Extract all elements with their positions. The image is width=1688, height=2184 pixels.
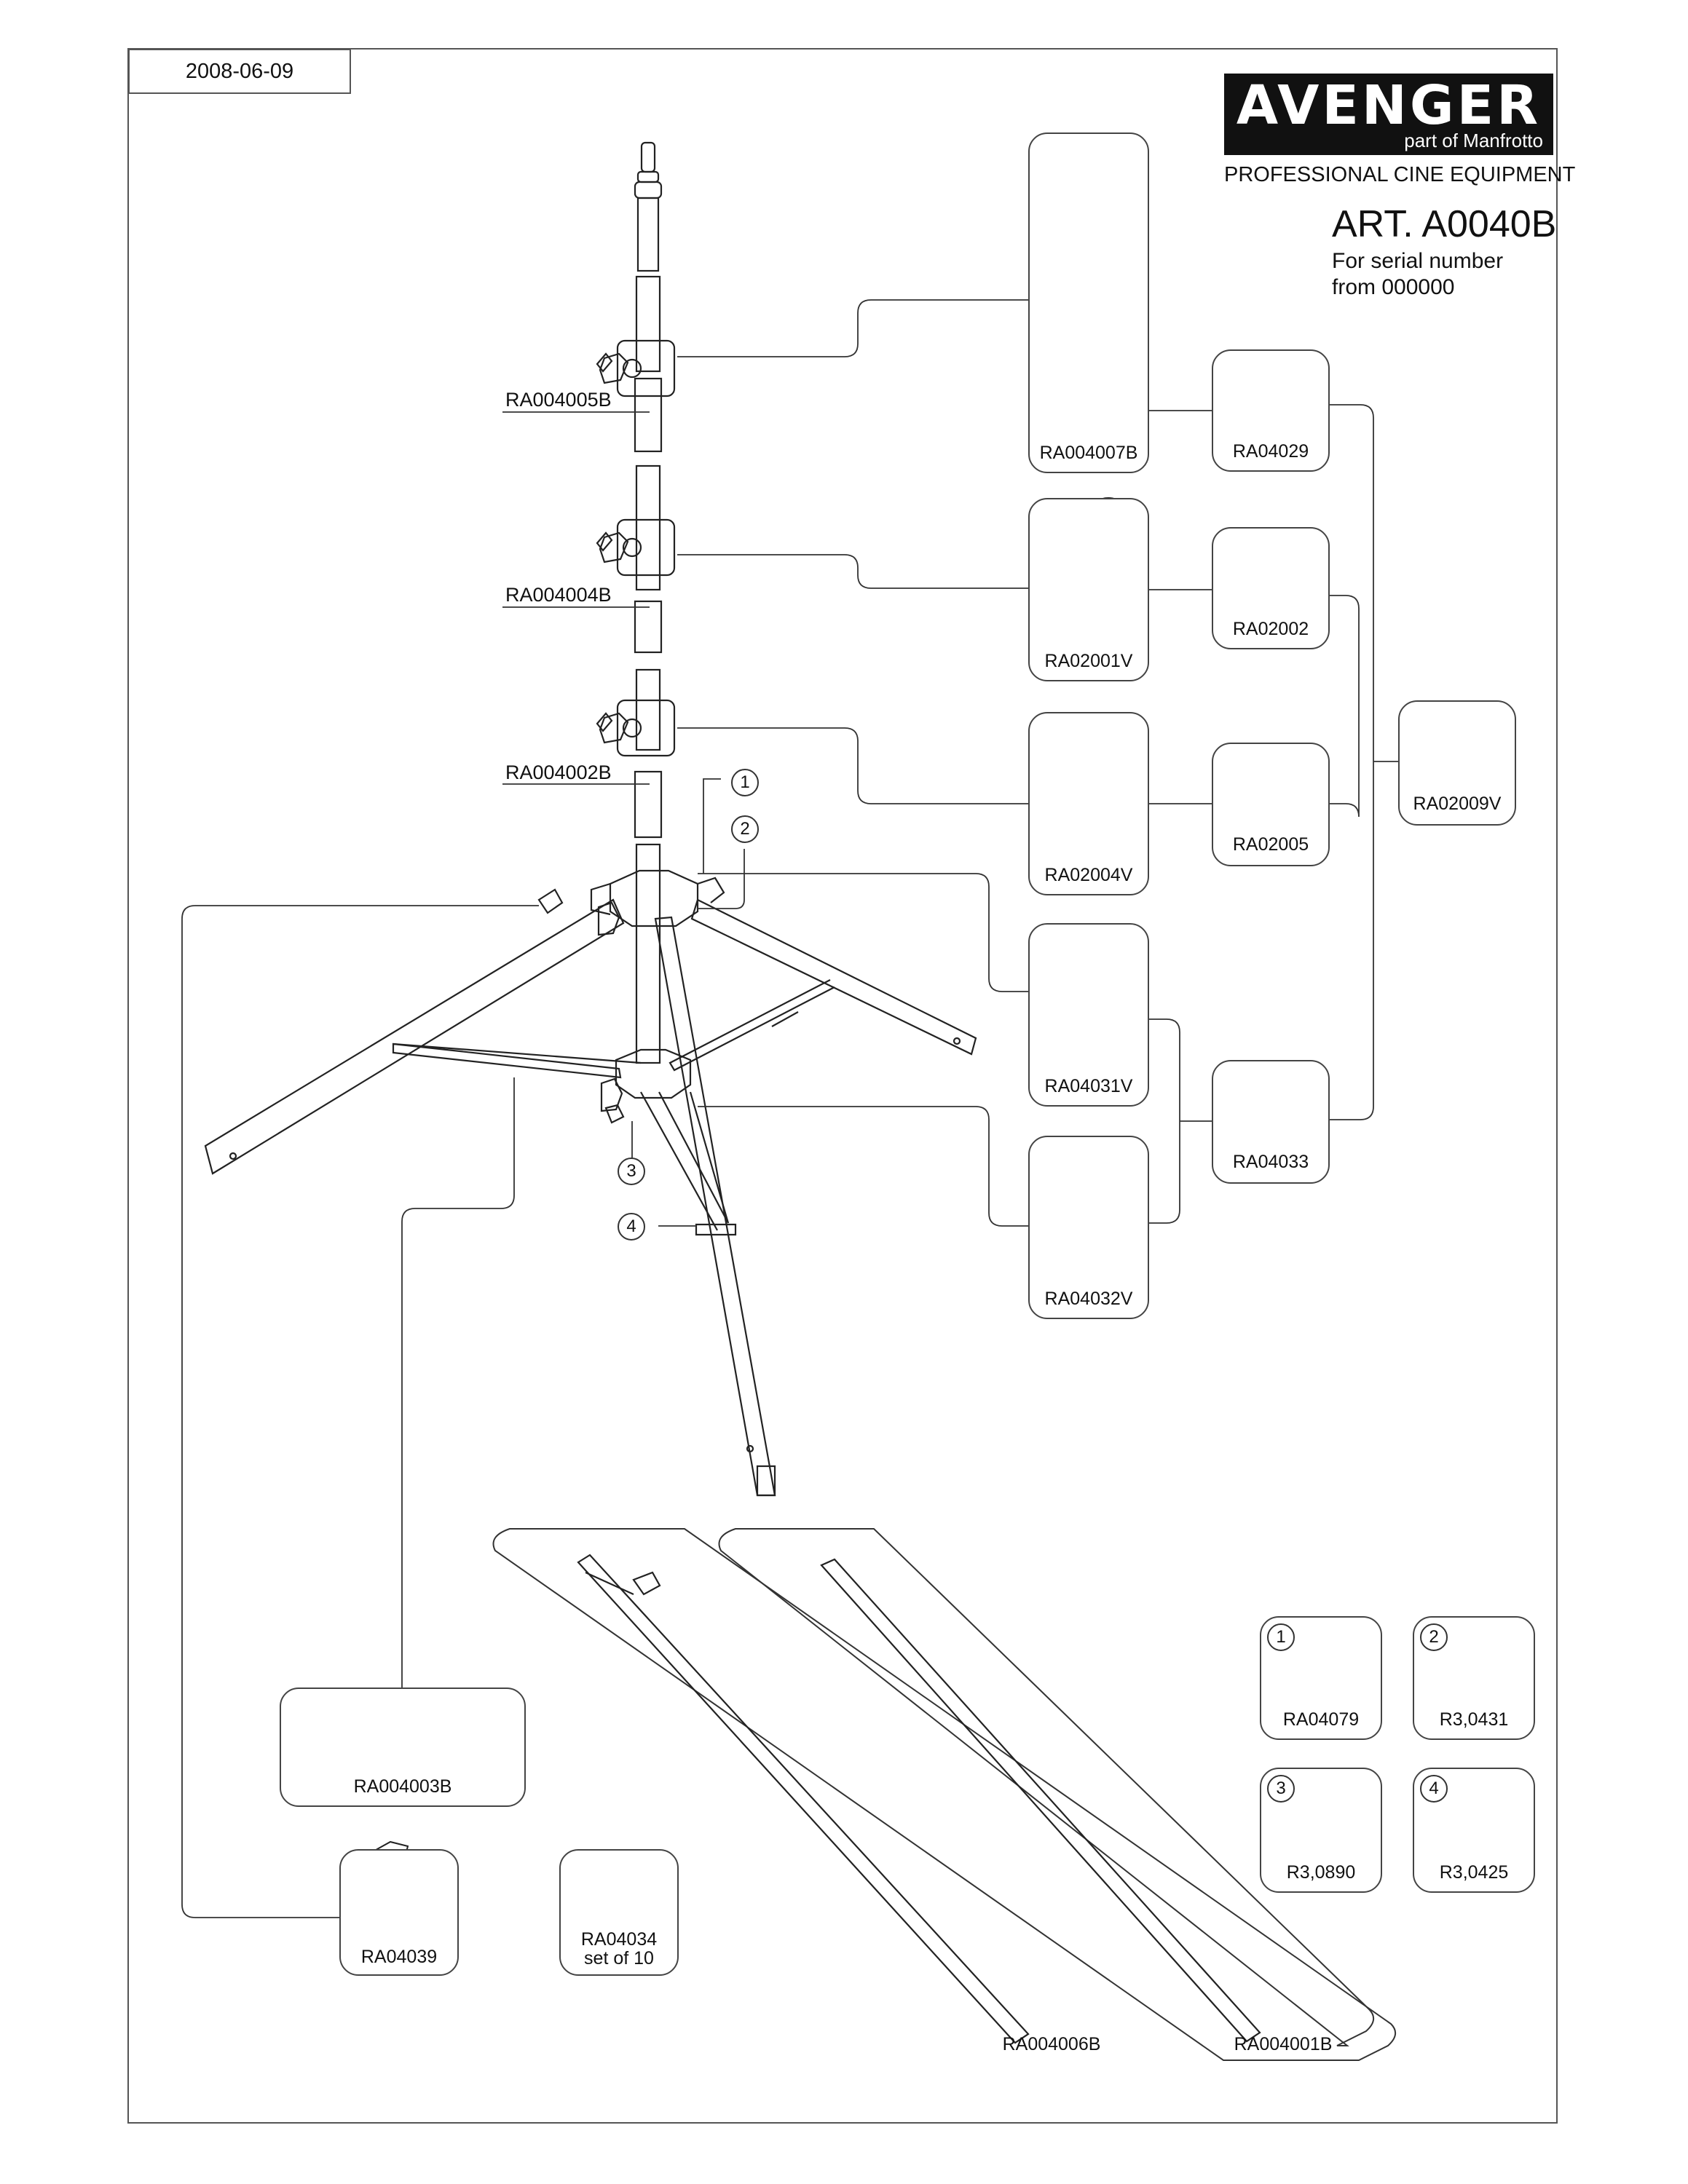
part-number: RA02002 xyxy=(1232,619,1309,639)
column-clamp-middle xyxy=(596,518,676,577)
page-frame xyxy=(127,48,1558,2124)
column-clamp-upper xyxy=(596,339,676,397)
bolt-marker-4: 4 xyxy=(1420,1775,1448,1803)
revision-date: 2008-06-09 xyxy=(128,49,351,94)
part-number: RA04079 xyxy=(1282,1709,1360,1730)
part-card-lower-collar: RA02004V xyxy=(1028,712,1149,895)
article-number: ART. A0040B xyxy=(1332,203,1557,245)
callout-middle-section: RA004004B xyxy=(505,584,612,606)
card-connectors xyxy=(1146,404,1398,1224)
callout-lower-section: RA004002B xyxy=(505,761,612,783)
marker-2: 2 xyxy=(731,815,759,843)
part-card-bolt-3: 3 R3,0890 xyxy=(1260,1768,1382,1893)
tagline: PROFESSIONAL CINE EQUIPMENT xyxy=(1224,163,1576,186)
part-card-brace: RA004003B xyxy=(280,1688,526,1807)
part-card-middle-collar: RA02001V xyxy=(1028,498,1149,681)
card-art-locks xyxy=(1256,366,1277,1106)
part-card-bolt-2: 2 R3,0431 xyxy=(1413,1616,1535,1740)
part-card-top-clamp: RA004007B xyxy=(1028,132,1149,473)
part-number: RA02001V xyxy=(1044,651,1133,671)
part-number: R3,0890 xyxy=(1286,1862,1356,1883)
brand-subtitle: part of Manfrotto xyxy=(1404,130,1543,151)
part-number: RA04032V xyxy=(1044,1289,1133,1309)
part-number: R3,0431 xyxy=(1439,1709,1509,1730)
leg-plain-part-number: RA004001B xyxy=(1234,2034,1333,2054)
part-card-leg-lock-knob: RA04039 xyxy=(339,1849,459,1976)
lower-leg-head xyxy=(600,1048,692,1124)
center-column xyxy=(634,141,663,1064)
leg-panel-b-outline xyxy=(718,1528,1374,2046)
brand-name: AVENGER xyxy=(1236,74,1542,137)
part-number: RA04029 xyxy=(1232,441,1309,462)
part-number: RA004003B xyxy=(353,1776,452,1797)
part-number: RA02005 xyxy=(1232,834,1309,855)
serial-line-2: from 000000 xyxy=(1332,275,1455,299)
part-number: R3,0425 xyxy=(1439,1862,1509,1883)
leader-lines xyxy=(181,299,1028,1918)
brand-logo: AVENGER part of Manfrotto xyxy=(1224,74,1553,155)
part-card-leg-head-lower: RA04032V xyxy=(1028,1136,1149,1319)
marker-4: 4 xyxy=(618,1213,645,1241)
leg-drawings xyxy=(577,1554,1261,2044)
part-quantity: set of 10 xyxy=(584,1948,654,1969)
part-number: RA04039 xyxy=(360,1947,438,1967)
part-card-lock-middle: RA02002 xyxy=(1212,527,1330,649)
part-card-bolt-1: 1 RA04079 xyxy=(1260,1616,1382,1740)
marker-3: 3 xyxy=(618,1158,645,1185)
serial-line-1: For serial number xyxy=(1332,249,1504,273)
part-number: RA004007B xyxy=(1039,443,1138,463)
part-card-bolt-4: 4 R3,0425 xyxy=(1413,1768,1535,1893)
marker-1: 1 xyxy=(731,769,759,796)
leg-panel-a-outline xyxy=(492,1528,1396,2061)
part-card-knob: RA02009V xyxy=(1398,700,1516,826)
part-number: RA02004V xyxy=(1044,865,1133,885)
upper-leg-head xyxy=(590,869,725,936)
leg-with-lock-part-number: RA004006B xyxy=(1002,2034,1101,2054)
part-card-foot-cap: RA04034 set of 10 xyxy=(559,1849,679,1976)
part-card-leg-head-upper: RA04031V xyxy=(1028,923,1149,1107)
tripod-legs xyxy=(204,888,977,1497)
bolt-marker-2: 2 xyxy=(1420,1623,1448,1651)
part-number: RA02009V xyxy=(1413,794,1502,814)
serial-info: For serial number from 000000 xyxy=(1332,248,1550,301)
part-number: RA04031V xyxy=(1044,1076,1133,1096)
callout-top-section: RA004005B xyxy=(505,389,612,411)
part-card-lock-lower: RA02005 xyxy=(1212,743,1330,866)
bolt-marker-1: 1 xyxy=(1267,1623,1295,1651)
part-number: RA04033 xyxy=(1232,1152,1309,1172)
part-card-lock-leg: RA04033 xyxy=(1212,1060,1330,1184)
part-number: RA04034 xyxy=(580,1929,658,1950)
column-clamp-lower xyxy=(596,699,676,757)
part-card-lock-top: RA04029 xyxy=(1212,349,1330,472)
bolt-marker-3: 3 xyxy=(1267,1775,1295,1803)
